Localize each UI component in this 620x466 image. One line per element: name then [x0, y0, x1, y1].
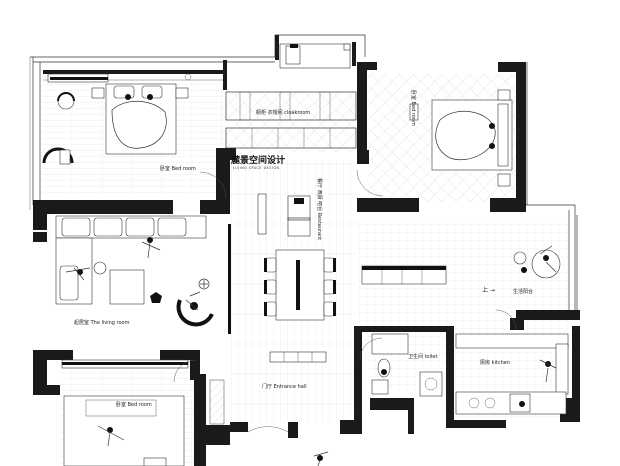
entrance-hall: 门厅 Entrance hall: [209, 351, 329, 466]
door-swings: [173, 169, 517, 433]
cloakroom: 橱柜 衣帽间 cloakroom: [225, 43, 357, 149]
living-room: 起居室 The living room: [55, 215, 231, 334]
room-label-balcony: 生活阳台: [513, 288, 533, 295]
bedroom-top-right: 卧室 Bed room: [409, 89, 513, 187]
room-label-entrance-hall: 门厅 Entrance hall: [262, 383, 307, 390]
bedroom-top-left: 卧室 Bed room: [42, 73, 196, 172]
dining-area: 餐厅 西厨 吧台 Restaurant: [257, 178, 336, 321]
room-label-restaurant: 餐厅 西厨 吧台 Restaurant: [316, 178, 323, 240]
logo-subtitle: LUJING SPACE DESIGN: [233, 166, 280, 170]
toilet: 卫生间 toilet: [371, 333, 443, 397]
logo-name: 麓景空间设计: [230, 154, 285, 166]
bedroom-bottom-left: 卧室 Bed room: [61, 359, 189, 466]
dining-chairs: [264, 257, 336, 317]
room-label-bedroom-top-right: 卧室 Bed room: [410, 90, 417, 126]
room-label-living-room: 起居室 The living room: [74, 319, 130, 326]
balcony: 上 → 生活阳台: [361, 245, 561, 295]
room-label-bedroom-top-left: 卧室 Bed room: [160, 165, 196, 172]
kitchen: 厕房 kitchen: [455, 333, 569, 415]
room-label-cloakroom: 橱柜 衣帽间 cloakroom: [256, 109, 310, 116]
room-label-kitchen: 厕房 kitchen: [480, 359, 510, 366]
logo: 麓景空间设计 LUJING SPACE DESIGN: [230, 154, 285, 170]
room-label-toilet: 卫生间 toilet: [408, 353, 437, 360]
room-label-bedroom-bottom-left: 卧室 Bed room: [116, 401, 152, 408]
balcony-step-label: 上 →: [482, 286, 495, 294]
walls: [33, 35, 580, 466]
